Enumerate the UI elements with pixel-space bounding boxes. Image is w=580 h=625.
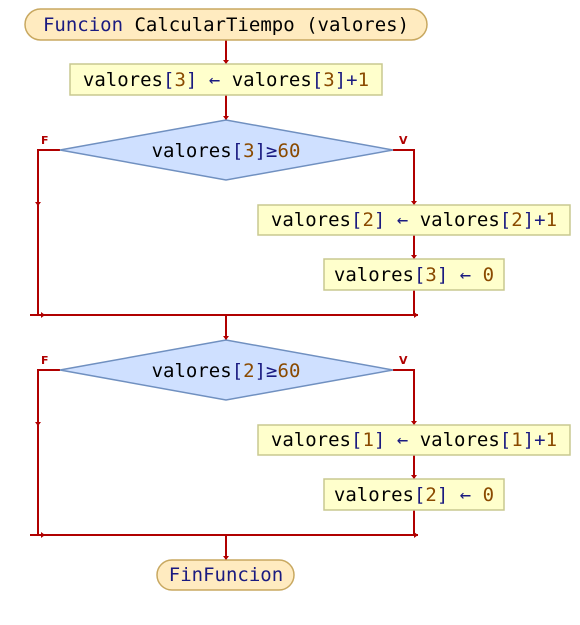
connector-decision1-true-branch: [393, 149, 417, 205]
connector-decision2-true-branch: [393, 369, 417, 425]
start-terminal-text: Funcion CalcularTiempo (valores): [43, 14, 409, 36]
process-d1-true-step2-text: valores[3] ← 0: [334, 264, 494, 286]
decision1-true-label: V: [399, 134, 408, 147]
process-d1-true-step2[interactable]: valores[3] ← 0: [323, 258, 505, 291]
process-d1-true-step1[interactable]: valores[2] ← valores[2]+1: [257, 204, 571, 236]
decision2[interactable]: valores[2]≥60: [59, 339, 394, 401]
decision2-false-label: F: [41, 354, 49, 367]
process-d2-true-step2-text: valores[2] ← 0: [334, 484, 494, 506]
process-step1[interactable]: valores[3] ← valores[3]+1: [69, 63, 383, 96]
connector-decision1-false-branch: [37, 149, 60, 315]
process-d1-true-step1-text: valores[2] ← valores[2]+1: [271, 209, 557, 231]
process-step1-text: valores[3] ← valores[3]+1: [83, 69, 369, 91]
decision1-condition: valores[3]≥60: [152, 140, 301, 162]
decision1[interactable]: valores[3]≥60: [59, 119, 394, 181]
end-terminal-text: FinFuncion: [169, 564, 283, 586]
connector-decision2-false-branch: [37, 369, 60, 535]
connectors: [30, 40, 418, 560]
end-terminal[interactable]: FinFuncion: [156, 559, 295, 591]
decision2-true-label: V: [399, 354, 408, 367]
process-d2-true-step1[interactable]: valores[1] ← valores[1]+1: [257, 424, 571, 456]
process-d2-true-step1-text: valores[1] ← valores[1]+1: [271, 429, 557, 451]
decision1-false-label: F: [41, 134, 49, 147]
start-terminal[interactable]: Funcion CalcularTiempo (valores): [24, 8, 428, 41]
process-d2-true-step2[interactable]: valores[2] ← 0: [323, 478, 505, 511]
decision2-condition: valores[2]≥60: [152, 360, 301, 382]
